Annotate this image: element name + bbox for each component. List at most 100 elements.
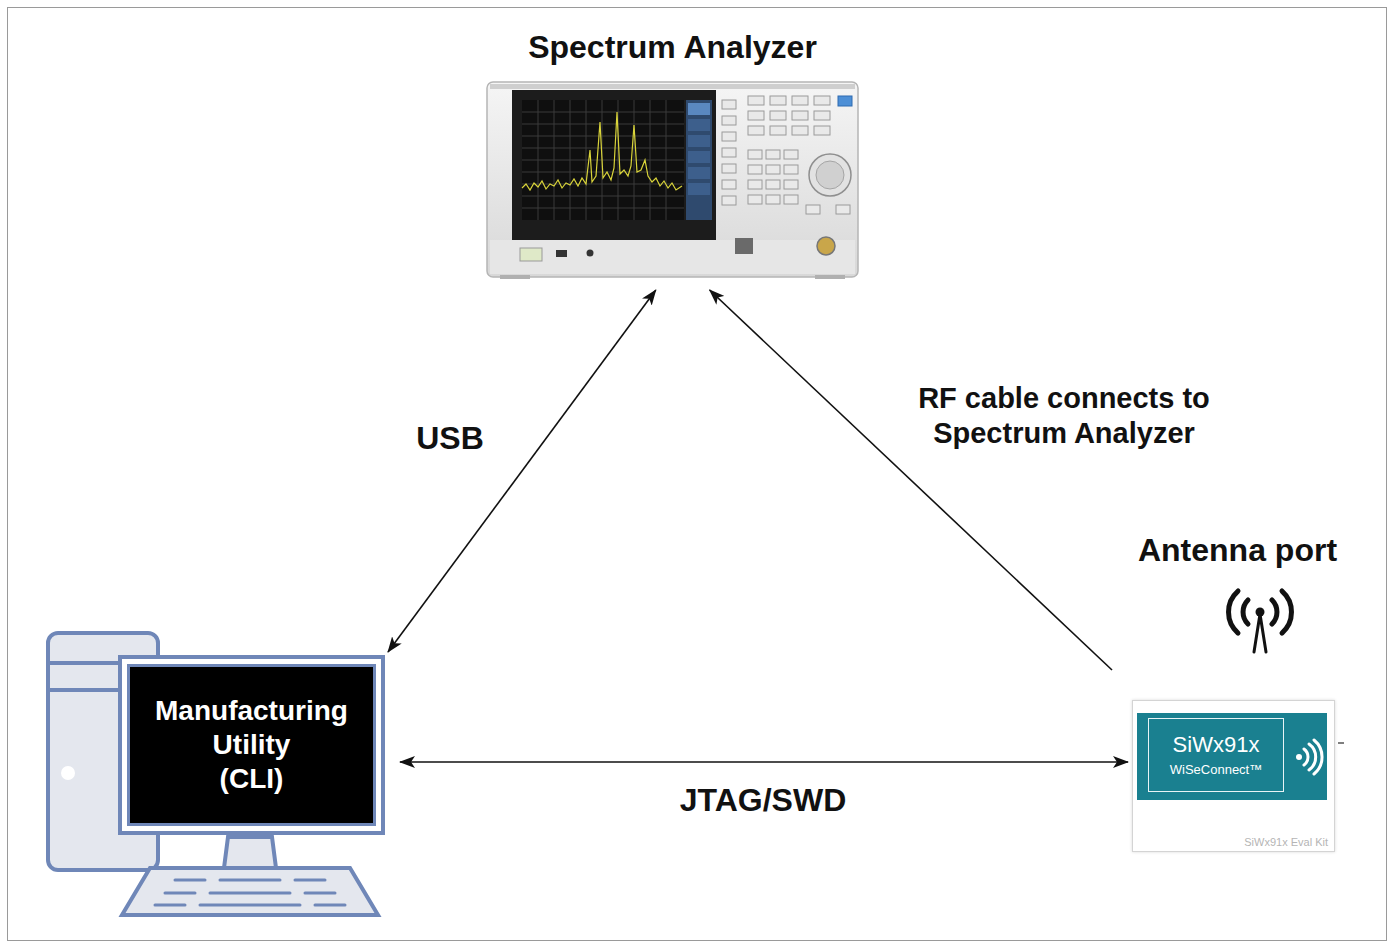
- spectrum-analyzer-illustration-part: [522, 100, 684, 220]
- eval-kit-illustration-part-part: [1309, 744, 1316, 770]
- spectrum-analyzer-illustration-part-part: [748, 111, 764, 120]
- eval-kit-illustration: [1137, 713, 1344, 800]
- spectrum-analyzer-illustration-part: [500, 275, 530, 279]
- spectrum-analyzer-illustration-part-part: [792, 126, 808, 135]
- spectrum-analyzer-illustration-part: [838, 96, 852, 106]
- spectrum-analyzer-illustration-part: [688, 167, 710, 179]
- spectrum-analyzer-illustration-part-part: [784, 165, 798, 174]
- spectrum-analyzer-illustration-part: [816, 161, 844, 189]
- spectrum-analyzer-illustration-part: [487, 82, 858, 277]
- board-label: SiWx91x Eval Kit: [1244, 836, 1328, 848]
- computer-illustration-part: [61, 766, 75, 780]
- computer-illustration-part-part: [175, 879, 205, 882]
- spectrum-analyzer-illustration-part: [490, 84, 855, 89]
- computer-illustration-part-part: [155, 904, 185, 907]
- antenna-icon-part-part: [1243, 600, 1248, 624]
- spectrum-analyzer-illustration-part-part: [522, 196, 684, 197]
- eval-kit-board: Antenna portSiWx91x Eval KitSiWx91xWiSeC…: [1132, 700, 1335, 852]
- antenna-icon-part: [1229, 591, 1292, 633]
- eval-kit-illustration-part-part: [1304, 749, 1308, 765]
- spectrum-analyzer: Spectrum Analyzer: [487, 22, 858, 278]
- connector-label: JTAG/SWD: [678, 781, 849, 819]
- chip-name: SiWx91x: [1173, 732, 1260, 758]
- spectrum-analyzer-illustration-part-part: [722, 196, 736, 205]
- computer-illustration-part-part: [305, 892, 335, 895]
- spectrum-analyzer-illustration-part: [520, 248, 542, 261]
- spectrum-analyzer-illustration-part-part: [722, 100, 736, 109]
- computer-illustration-part: [224, 837, 276, 868]
- spectrum-analyzer-illustration-part-part: [766, 165, 780, 174]
- spectrum-analyzer-illustration-part-part: [766, 150, 780, 159]
- connector-arrow: [388, 290, 656, 652]
- spectrum-analyzer-illustration-part: [722, 96, 850, 214]
- spectrum-analyzer-illustration-part: [522, 100, 684, 220]
- antenna-icon-part-part: [1272, 600, 1277, 624]
- spectrum-analyzer-illustration-part-part: [806, 205, 820, 214]
- spectrum-analyzer-illustration-part: [688, 183, 710, 195]
- antenna-icon-part-part: [1282, 591, 1291, 633]
- spectrum-analyzer-illustration-part: [512, 90, 716, 240]
- spectrum-analyzer-illustration-part-part: [722, 180, 736, 189]
- spectrum-analyzer-illustration-part: [815, 275, 845, 279]
- spectrum-analyzer-illustration-part-part: [784, 150, 798, 159]
- connector-arrow: [710, 290, 1112, 670]
- spectrum-analyzer-illustration-part-part: [814, 111, 830, 120]
- spectrum-analyzer-illustration-part: [688, 119, 710, 131]
- brand-name: WiSeConnect™: [1170, 762, 1262, 778]
- antenna-icon-part-part: [1229, 591, 1238, 633]
- spectrum-analyzer-illustration-part-part: [748, 150, 762, 159]
- spectrum-analyzer-illustration-part-part: [836, 205, 850, 214]
- connector-arrow: [400, 761, 1128, 763]
- antenna-icon-part-part: [1254, 614, 1260, 652]
- spectrum-analyzer-illustration-part: [688, 135, 710, 147]
- spectrum-analyzer-illustration-part-part: [522, 208, 684, 209]
- computer-illustration-part-part: [200, 904, 300, 907]
- spectrum-analyzer-illustration-part: [735, 238, 753, 254]
- eval-kit-illustration-part: [1338, 742, 1344, 744]
- antenna-icon-part-part: [1260, 614, 1266, 652]
- spectrum-analyzer-illustration-part: [686, 100, 712, 220]
- computer-illustration-part-part: [315, 904, 345, 907]
- spectrum-analyzer-illustration-part-part: [522, 136, 684, 137]
- spectrum-analyzer-illustration-part-part: [766, 180, 780, 189]
- computer-illustration-part-part: [165, 892, 195, 895]
- spectrum-analyzer-illustration-part-part: [722, 148, 736, 157]
- spectrum-analyzer-illustration-part: [522, 112, 682, 190]
- spectrum-analyzer-illustration-part: [809, 154, 851, 196]
- spectrum-analyzer-illustration-part-part: [766, 195, 780, 204]
- spectrum-analyzer-illustration-part-part: [814, 126, 830, 135]
- chip-module: SiWx91xWiSeConnect™: [1148, 718, 1284, 792]
- spectrum-analyzer-illustration-part-part: [814, 96, 830, 105]
- connector-label: USB: [414, 419, 486, 457]
- spectrum-analyzer-illustration-part-part: [770, 126, 786, 135]
- eval-kit-illustration-part-part: [1314, 740, 1322, 774]
- utility-screen: Manufacturing Utility (CLI): [118, 655, 385, 835]
- computer-illustration-part-part: [295, 879, 325, 882]
- spectrum-analyzer-illustration-part: [490, 240, 855, 274]
- eval-kit-illustration-part: [1304, 740, 1322, 774]
- spectrum-analyzer-illustration-part-part: [722, 116, 736, 125]
- spectrum-analyzer-illustration-part: [688, 151, 710, 163]
- spectrum-analyzer-illustration-part-part: [522, 124, 684, 125]
- spectrum-analyzer-illustration-part-part: [792, 96, 808, 105]
- spectrum-analyzer-illustration-part-part: [792, 111, 808, 120]
- spectrum-analyzer-illustration-part-part: [784, 195, 798, 204]
- spectrum-analyzer-illustration-part-part: [770, 111, 786, 120]
- spectrum-analyzer-illustration-part-part: [770, 96, 786, 105]
- computer-illustration-part: [155, 880, 345, 905]
- spectrum-analyzer-illustration-part-part: [748, 195, 762, 204]
- outer-frame: [8, 8, 1387, 941]
- computer-illustration-part-part: [210, 892, 290, 895]
- computer-illustration-part: [122, 868, 378, 915]
- screen-text: Manufacturing Utility (CLI): [155, 694, 348, 796]
- spectrum-analyzer-illustration-part-part: [748, 165, 762, 174]
- device-heading: Spectrum Analyzer: [528, 28, 817, 66]
- spectrum-analyzer-illustration: [487, 82, 858, 279]
- spectrum-analyzer-illustration-part: [556, 250, 567, 257]
- spectrum-analyzer-illustration-part-part: [722, 164, 736, 173]
- spectrum-analyzer-illustration-part-part: [522, 148, 684, 149]
- eval-kit-illustration-part: [1137, 713, 1327, 800]
- spectrum-analyzer-illustration-part-part: [722, 132, 736, 141]
- spectrum-analyzer-illustration-part-part: [522, 160, 684, 161]
- antenna-icon: [1229, 591, 1292, 652]
